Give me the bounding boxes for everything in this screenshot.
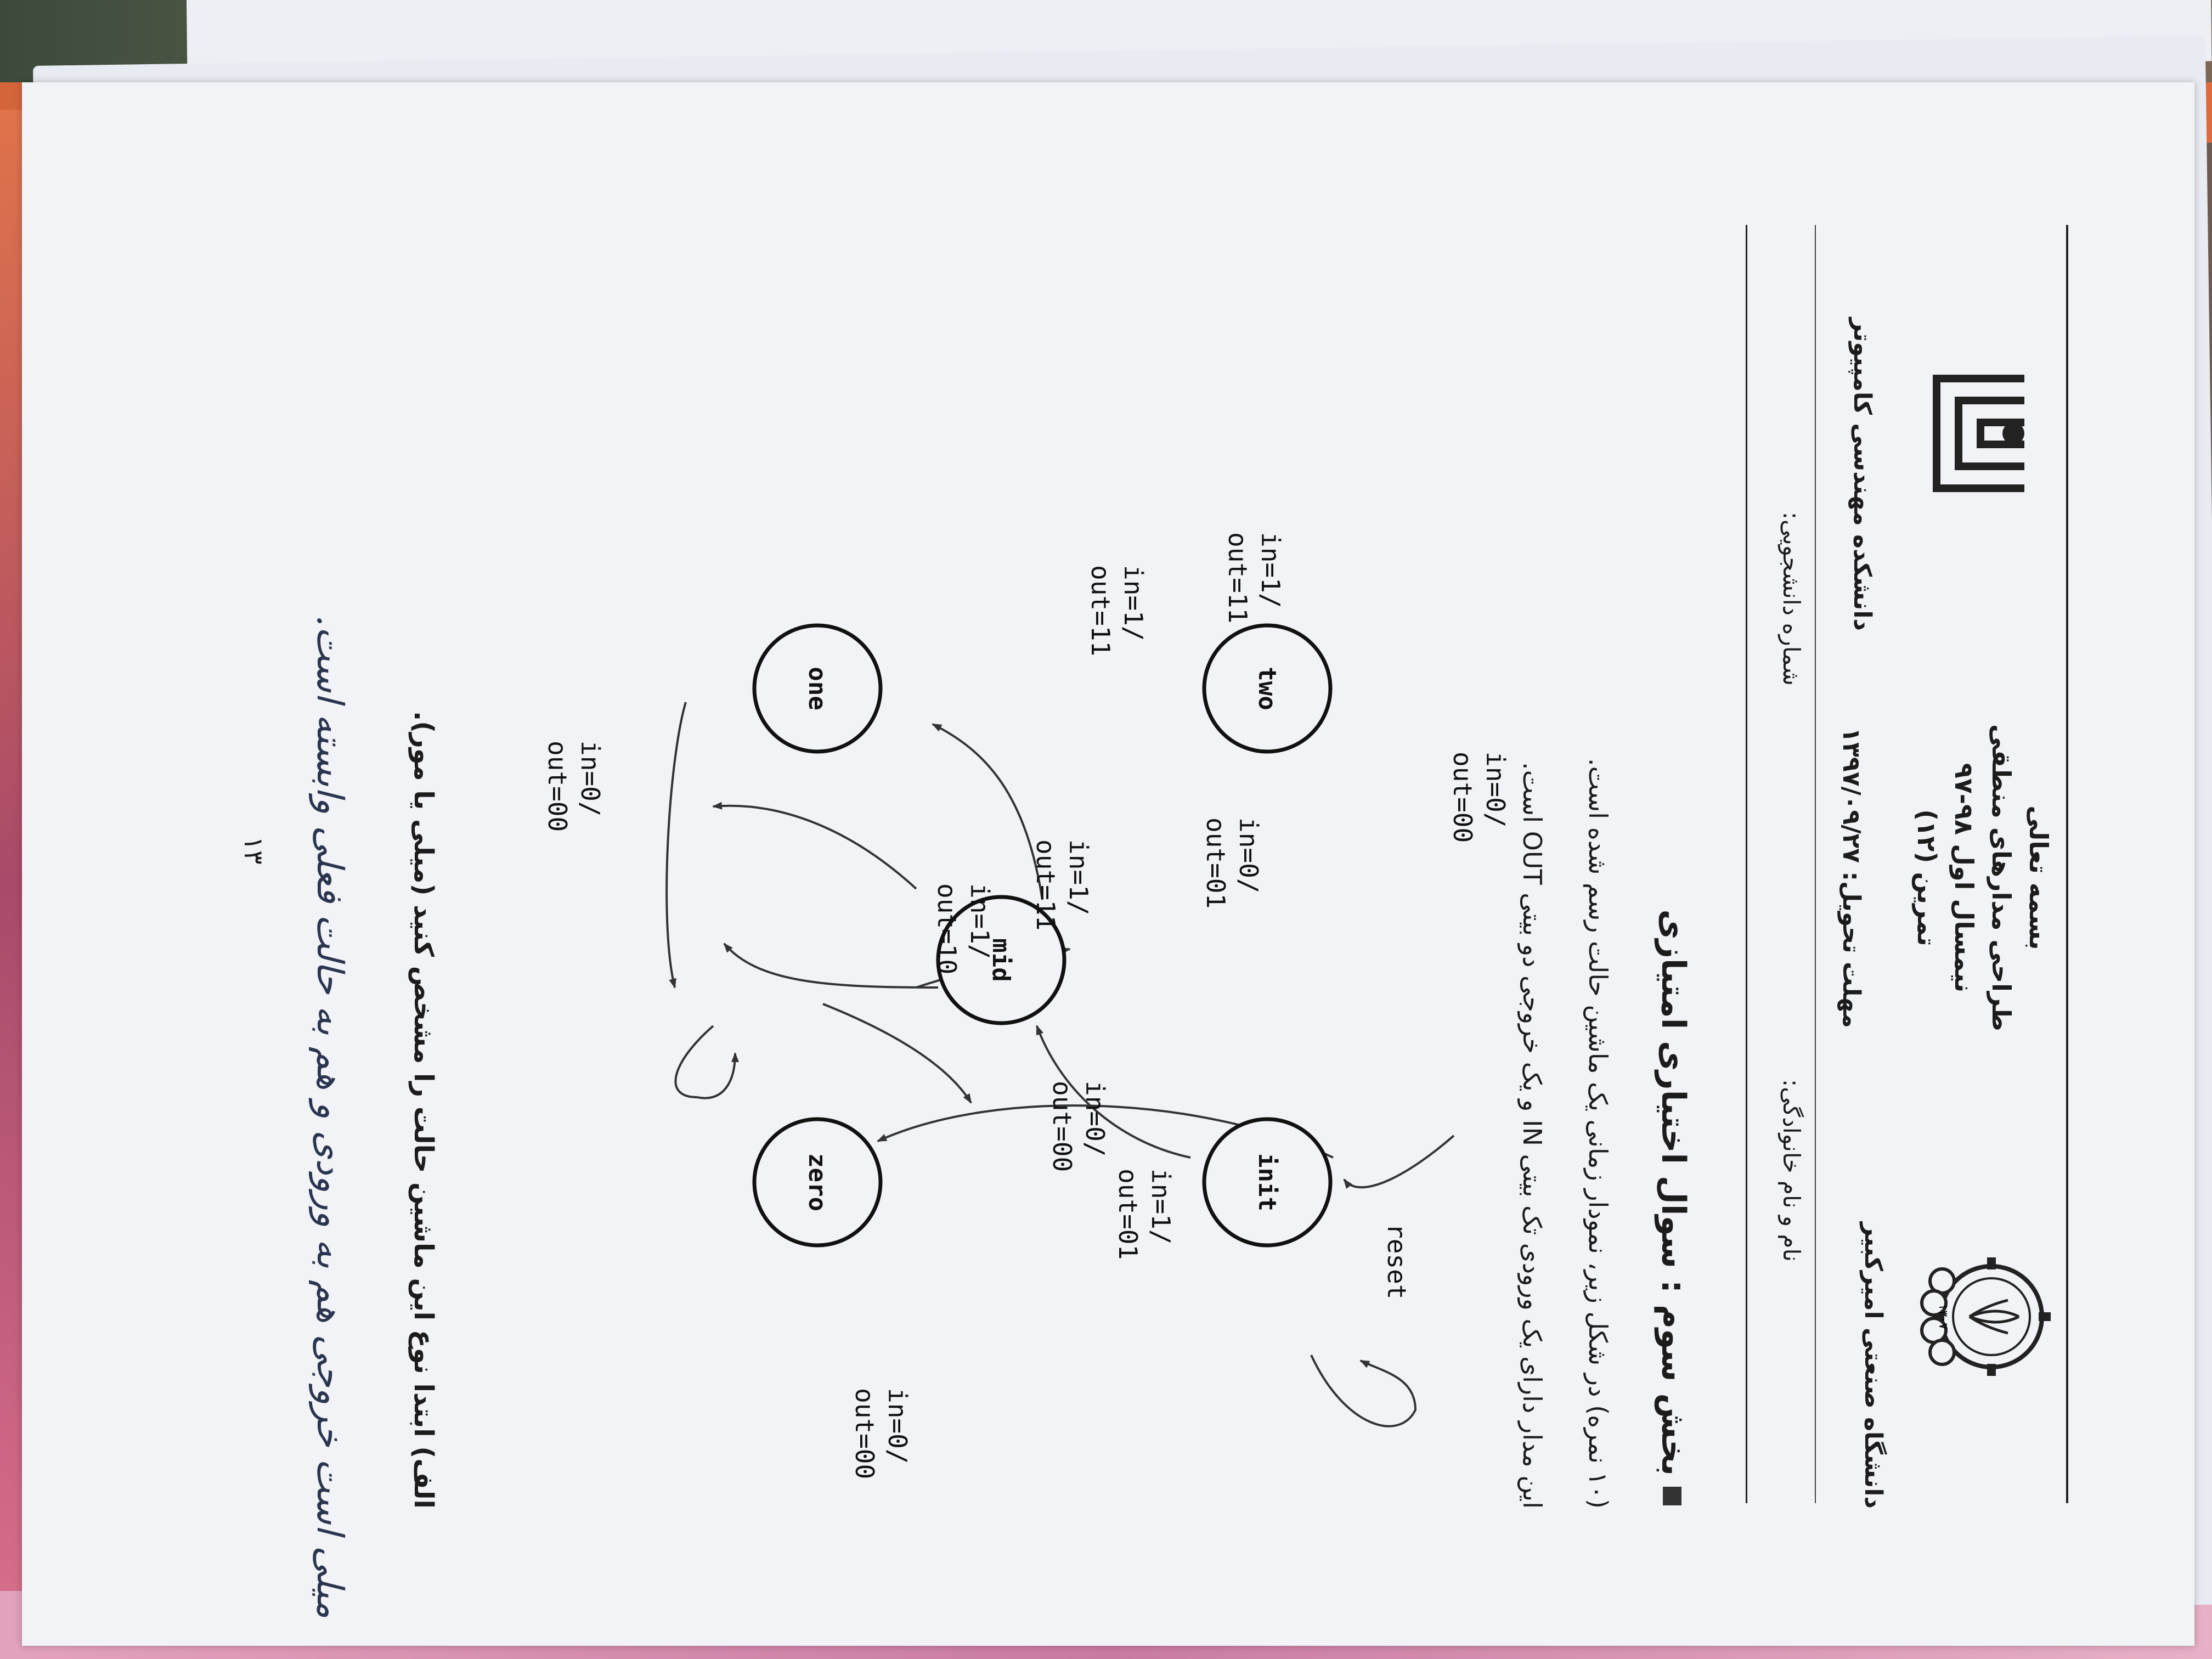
edge-label: out=00: [1448, 752, 1477, 843]
page-number: ۱۳: [238, 836, 269, 865]
state-zero: zero: [752, 1117, 883, 1248]
edge-label: out=01: [1113, 1169, 1143, 1260]
state-label: mid: [987, 938, 1015, 981]
document-page: ۱۳۰۷ دانشگاه صنعتی امیرکبیر دانشکده مهند…: [22, 82, 2194, 1646]
svg-text:۱۳۰۷: ۱۳۰۷: [1936, 1304, 1950, 1329]
page-wrapper: ۱۳۰۷ دانشگاه صنعتی امیرکبیر دانشکده مهند…: [22, 82, 2194, 1646]
state-init: init: [1202, 1117, 1333, 1248]
edge-two-init: [822, 1003, 972, 1104]
edge-one-zero: [712, 802, 917, 890]
state-two: two: [1202, 623, 1333, 754]
reset-label: reset: [1382, 1223, 1412, 1299]
edge-label: in=1/: [1146, 1169, 1176, 1244]
edge-two-self: [674, 1025, 739, 1099]
state-one: one: [752, 623, 883, 754]
state-label: two: [1253, 667, 1281, 710]
edge-label: out=00: [850, 1388, 879, 1479]
edge-label: out=00: [543, 741, 572, 832]
state-label: init: [1253, 1153, 1281, 1211]
edge-mid-two: [723, 943, 939, 989]
edge-label: out=11: [1086, 565, 1115, 656]
edge-label: out=00: [1047, 1081, 1077, 1172]
edge-label: out=11: [1031, 839, 1060, 930]
edge-mid-one: [932, 723, 1043, 900]
edge-label: in=0/: [1234, 817, 1263, 893]
state-mid: mid: [936, 895, 1066, 1025]
edge-label: in=0/: [1481, 752, 1510, 827]
edge-label: in=1/: [965, 883, 995, 959]
edge-one-two: [665, 702, 687, 989]
university-logo-icon: ۱۳۰۷: [1920, 1257, 2051, 1376]
edge-label: in=1/: [1256, 532, 1285, 608]
handwritten-answer: میلی است خروجی هم به ورودی و هم به حالت …: [309, 615, 351, 1618]
edge-zero-self: [1310, 1355, 1417, 1427]
edge-label: in=0/: [883, 1388, 912, 1464]
edges: [665, 702, 1455, 1427]
edge-label: in=1/: [1119, 565, 1148, 641]
edge-reset: [1343, 1135, 1455, 1189]
edge-label: out=01: [1201, 817, 1231, 909]
edge-label: out=10: [932, 883, 962, 974]
state-diagram: init zero mid one two reset in=0/ out=00…: [543, 532, 1510, 1479]
edge-init-mid: [1036, 1025, 1191, 1159]
state-label: one: [803, 667, 831, 710]
question-a: الف) ابتدا نوع این ماشین حالت را مشخص کن…: [408, 710, 439, 1509]
edge-label: in=0/: [575, 741, 605, 816]
edge-label: out=11: [1223, 532, 1252, 623]
edge-labels: reset in=0/ out=00 in=0/ out=00 in=1/ ou…: [543, 532, 1510, 1479]
state-label: zero: [803, 1153, 831, 1211]
edge-label: in=0/: [1080, 1081, 1110, 1156]
edge-label: in=1/: [1064, 839, 1093, 915]
department-logo-icon: [1933, 375, 2024, 492]
